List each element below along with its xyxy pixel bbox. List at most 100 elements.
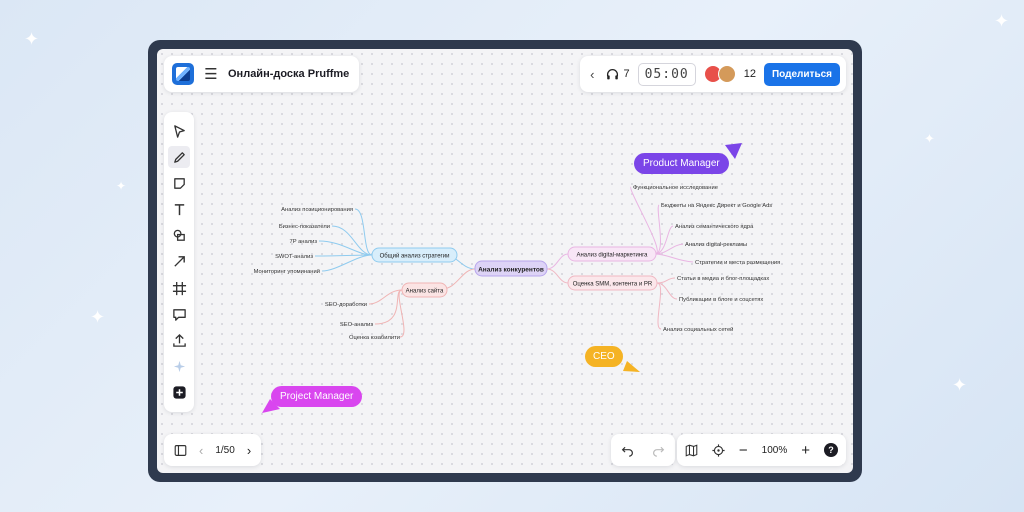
leaf-label[interactable]: SEO-доработки bbox=[325, 302, 367, 308]
digital-node[interactable] bbox=[567, 246, 657, 262]
arrow-icon bbox=[173, 256, 185, 268]
connector bbox=[368, 289, 403, 305]
connector bbox=[354, 208, 373, 256]
whiteboard-canvas[interactable]: Анализ конкурентов Общий анализ стратеги… bbox=[157, 49, 853, 473]
board-title[interactable]: Онлайн-доска Pruffme bbox=[228, 68, 350, 80]
site-node[interactable] bbox=[401, 282, 448, 298]
pruffme-logo-icon[interactable] bbox=[172, 63, 194, 85]
mind-map: Анализ конкурентов Общий анализ стратеги… bbox=[254, 143, 780, 413]
crosshair-icon[interactable] bbox=[712, 443, 725, 457]
leaf-label[interactable]: Мониторинг упоминаний bbox=[254, 268, 320, 275]
help-icon[interactable]: ? bbox=[824, 443, 838, 457]
map-icon[interactable] bbox=[685, 443, 698, 457]
shapes-icon bbox=[173, 229, 185, 242]
connector bbox=[398, 289, 405, 338]
connector bbox=[374, 289, 403, 325]
timer-display[interactable]: 05:00 bbox=[637, 62, 696, 86]
leaf-label[interactable]: Публикации в блоге и соцсетях bbox=[679, 297, 763, 303]
users-count[interactable]: 12 bbox=[743, 68, 756, 80]
sidebar-toggle-icon[interactable] bbox=[174, 444, 187, 457]
project-manager-label: Project Manager bbox=[271, 386, 363, 407]
redo-icon[interactable] bbox=[652, 444, 665, 457]
connector bbox=[654, 204, 661, 255]
pen-tool-button[interactable] bbox=[168, 146, 190, 169]
zoom-in-icon[interactable]: + bbox=[801, 441, 810, 459]
comment-tool-button[interactable] bbox=[168, 303, 190, 325]
smm-node-label: Оценка SMM, контента и PR bbox=[573, 282, 653, 288]
leaf-label[interactable]: Анализ позиционирования bbox=[281, 207, 353, 213]
select-tool-button[interactable] bbox=[168, 120, 190, 142]
undo-icon[interactable] bbox=[621, 444, 634, 457]
connector bbox=[656, 282, 662, 330]
leaf-label[interactable]: SEO-анализ bbox=[340, 322, 373, 328]
add-button[interactable] bbox=[168, 382, 190, 404]
product-manager-cursor-icon bbox=[725, 143, 742, 159]
sparkle-icon bbox=[173, 361, 185, 373]
product-manager-label: Product Manager bbox=[634, 153, 729, 174]
text-icon bbox=[174, 204, 184, 216]
sticky-note-tool-button[interactable] bbox=[168, 172, 190, 194]
participants-count: 7 bbox=[623, 68, 630, 80]
page-navigation: ‹ 1/50 › bbox=[164, 434, 262, 466]
comment-icon bbox=[172, 308, 186, 321]
sparkle-decoration: ✦ bbox=[994, 11, 1010, 31]
connector bbox=[314, 254, 373, 257]
digital-node-label: Анализ digital-маркетинга bbox=[576, 253, 648, 259]
upload-icon bbox=[172, 333, 186, 347]
pencil-icon bbox=[173, 151, 185, 163]
arrow-tool-button[interactable] bbox=[168, 251, 190, 273]
connector bbox=[331, 225, 373, 256]
leaf-label[interactable]: Анализ семантического ядра bbox=[675, 224, 754, 230]
leaf-label[interactable]: Стратегии и места размещения bbox=[695, 260, 780, 266]
leaf-label[interactable]: Анализ социальных сетей bbox=[663, 326, 733, 333]
headphones-icon bbox=[607, 68, 619, 79]
connector bbox=[654, 253, 694, 263]
leaf-label[interactable]: 7P анализ bbox=[289, 239, 317, 245]
project-manager-cursor-icon bbox=[262, 399, 280, 413]
leaf-label[interactable]: Анализ digital-рекламы bbox=[685, 242, 747, 248]
plus-icon bbox=[172, 386, 186, 399]
previous-page-icon[interactable]: ‹ bbox=[199, 442, 204, 458]
connector bbox=[656, 277, 676, 284]
leaf-label[interactable]: SWOT-анализ bbox=[275, 254, 313, 260]
connector bbox=[318, 240, 373, 256]
view-controls: − 100% + ? bbox=[676, 434, 846, 466]
root-node[interactable] bbox=[474, 260, 548, 277]
chevron-left-icon[interactable]: ‹ bbox=[590, 66, 595, 82]
sparkle-decoration: ✦ bbox=[952, 375, 968, 395]
connector bbox=[546, 268, 569, 284]
sparkle-decoration: ✦ bbox=[116, 179, 127, 193]
leaf-label[interactable]: Статьи в медиа и блог-площадках bbox=[677, 276, 769, 282]
leaf-label[interactable]: Оценка юзабилити bbox=[349, 335, 400, 341]
sparkle-decoration: ✦ bbox=[24, 29, 40, 49]
share-button[interactable]: Поделиться bbox=[763, 62, 840, 86]
frame-tool-button[interactable] bbox=[168, 277, 190, 299]
sparkle-decoration: ✦ bbox=[924, 131, 935, 146]
avatar-group[interactable] bbox=[703, 65, 736, 83]
zoom-level: 100% bbox=[761, 444, 788, 456]
zoom-out-icon[interactable]: − bbox=[738, 441, 748, 459]
sparkle-decoration: ✦ bbox=[90, 307, 106, 327]
text-tool-button[interactable] bbox=[168, 199, 190, 221]
connector bbox=[630, 186, 658, 255]
connector bbox=[441, 268, 476, 290]
participants-counter[interactable]: 7 bbox=[606, 68, 630, 81]
strategy-node-label: Общий анализ стратегии bbox=[380, 253, 450, 260]
next-page-icon[interactable]: › bbox=[246, 442, 252, 458]
history-controls bbox=[611, 434, 675, 466]
leaf-label[interactable]: Бюджеты на Яндекс Директ и Google Ads bbox=[661, 203, 772, 209]
shapes-tool-button[interactable] bbox=[168, 225, 190, 247]
leaf-label[interactable]: Функциональное исследование bbox=[633, 185, 718, 191]
ceo-label: CEO bbox=[585, 346, 623, 367]
leaf-label[interactable]: Бизнес-показатели bbox=[279, 224, 330, 230]
strategy-node[interactable] bbox=[371, 247, 458, 263]
upload-tool-button[interactable] bbox=[168, 329, 190, 351]
root-node-label: Анализ конкурентов bbox=[478, 267, 544, 274]
menu-icon[interactable]: ☰ bbox=[204, 66, 218, 83]
smm-node[interactable] bbox=[567, 275, 658, 291]
title-bar: ☰ Онлайн-доска Pruffme bbox=[164, 56, 360, 92]
pointer-icon bbox=[173, 124, 185, 138]
ai-tool-button[interactable] bbox=[168, 356, 190, 378]
connector bbox=[321, 254, 373, 272]
connector bbox=[654, 225, 674, 255]
